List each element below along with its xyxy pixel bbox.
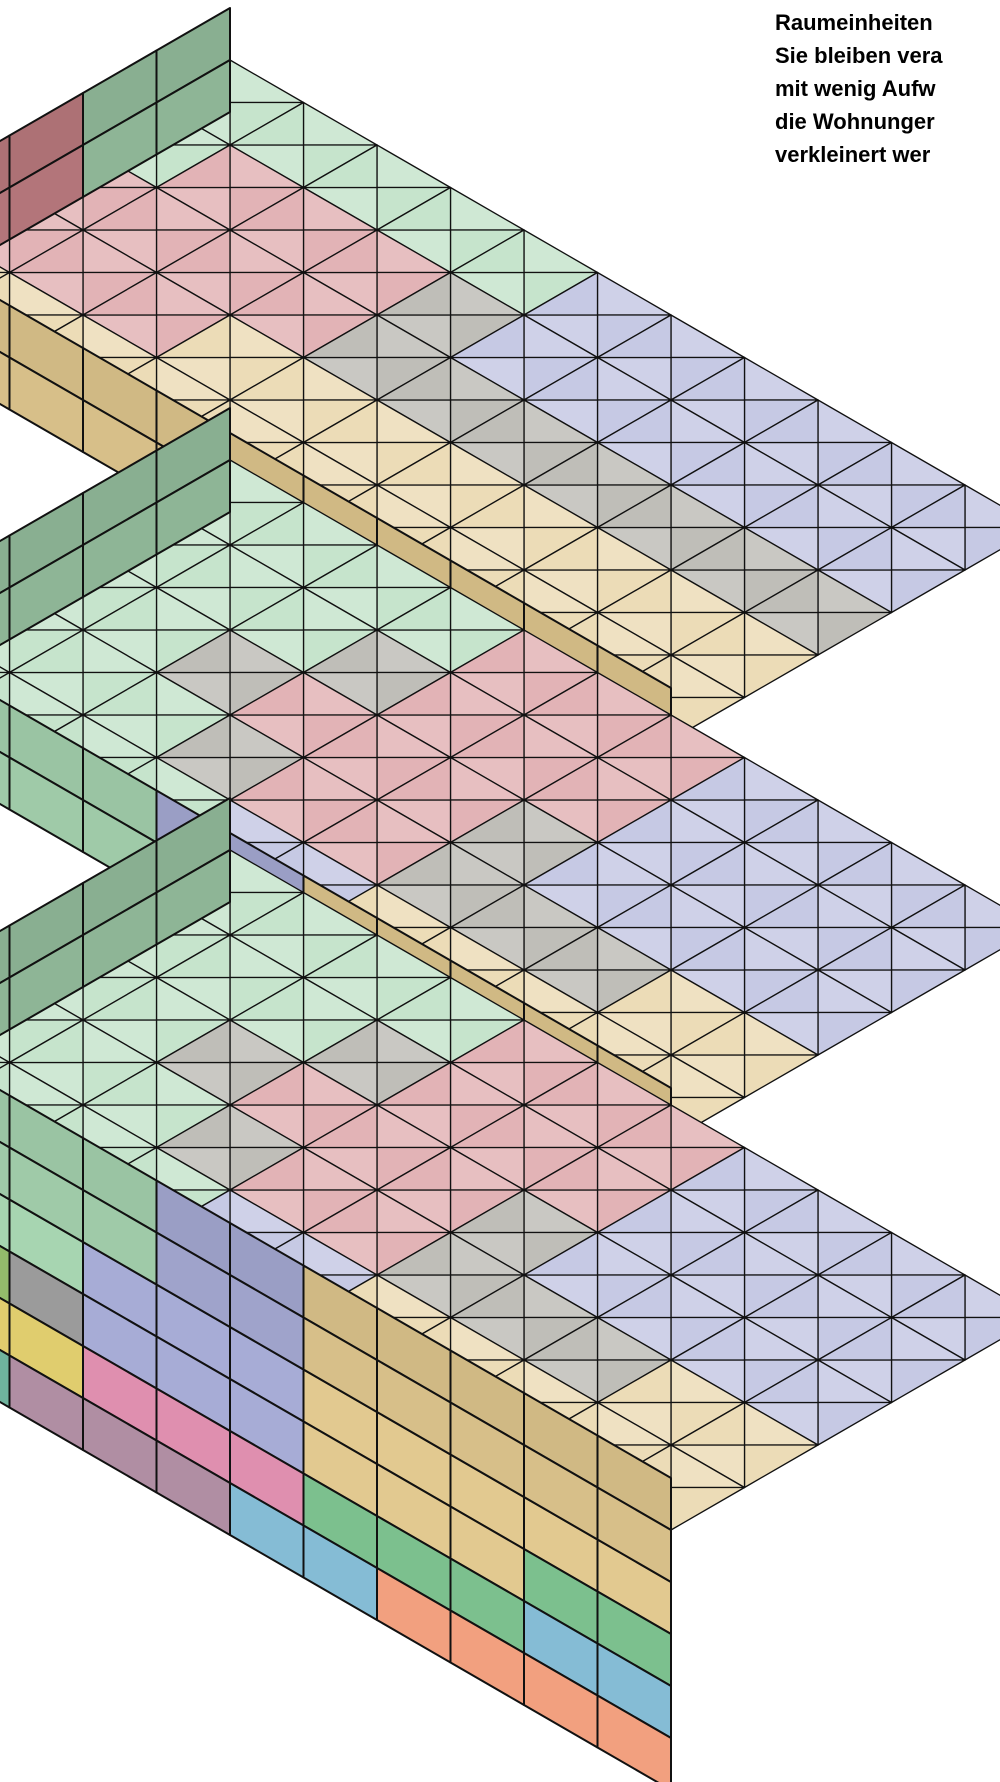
caption-line-4: die Wohnunger bbox=[775, 105, 1000, 138]
floor-2-floor-cell bbox=[745, 758, 819, 801]
floor-2-floor-cell bbox=[745, 1055, 819, 1098]
stack-top-floor-cell bbox=[965, 1275, 1000, 1318]
floor-2-floor-cell bbox=[671, 715, 745, 758]
floor-1-floor-cell bbox=[892, 443, 966, 486]
stack-top-floor-cell bbox=[965, 1318, 1000, 1361]
stack-top-floor-cell bbox=[745, 1148, 819, 1191]
floor-2-floor-cell bbox=[818, 1013, 892, 1056]
floor-2-floor-cell bbox=[965, 885, 1000, 928]
caption-line-5: verkleinert wer bbox=[775, 138, 1000, 171]
floor-1-floor-cell bbox=[818, 613, 892, 656]
floor-1-floor-cell bbox=[818, 400, 892, 443]
floor-1-floor-cell bbox=[451, 188, 525, 231]
floor-1-floor-cell bbox=[965, 485, 1000, 528]
floor-1-floor-cell bbox=[230, 60, 304, 103]
stack-top-floor-cell bbox=[745, 1445, 819, 1488]
floor-1-floor-cell bbox=[892, 570, 966, 613]
floor-2-floor-cell bbox=[892, 843, 966, 886]
floor-1-floor-cell bbox=[745, 358, 819, 401]
stack-top-floor-cell bbox=[671, 1488, 745, 1531]
stack-top-floor-cell bbox=[818, 1190, 892, 1233]
floor-1-floor-cell bbox=[377, 145, 451, 188]
caption-line-2: Sie bleiben vera bbox=[775, 39, 1000, 72]
caption-line-1: Raumeinheiten bbox=[775, 6, 1000, 39]
floor-2-floor-cell bbox=[965, 928, 1000, 971]
stack-top-floor-cell bbox=[892, 1233, 966, 1276]
stack-top-floor-cell bbox=[892, 1360, 966, 1403]
floor-1-floor-cell bbox=[304, 103, 378, 146]
floor-1-floor-cell bbox=[598, 273, 672, 316]
floor-1-floor-cell bbox=[524, 230, 598, 273]
caption-text: Raumeinheiten Sie bleiben vera mit wenig… bbox=[775, 6, 1000, 171]
floor-1-floor-cell bbox=[965, 528, 1000, 571]
floor-1-floor-cell bbox=[671, 315, 745, 358]
floor-2-floor-cell bbox=[892, 970, 966, 1013]
caption-line-3: mit wenig Aufw bbox=[775, 72, 1000, 105]
stack-top-floor-cell bbox=[818, 1403, 892, 1446]
floor-2-floor-cell bbox=[818, 800, 892, 843]
floor-1-floor-cell bbox=[745, 655, 819, 698]
